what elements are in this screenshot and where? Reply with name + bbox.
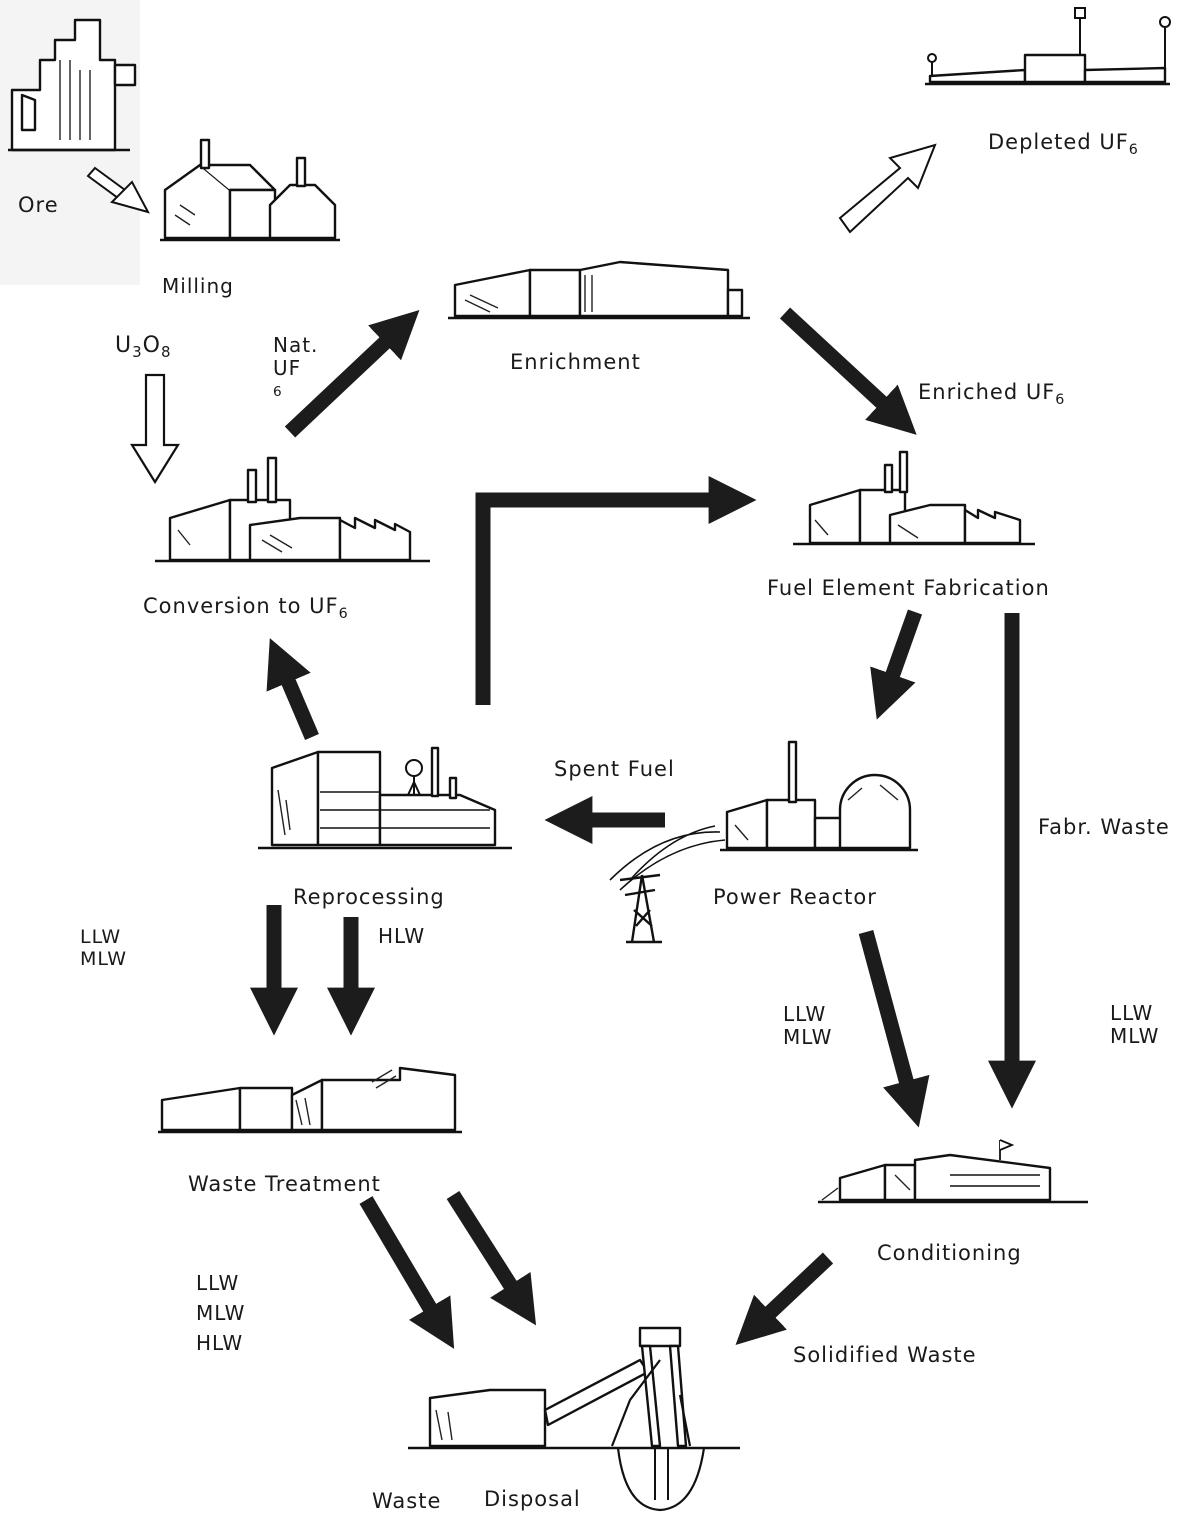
label-depleted-uf6: Depleted UF6 xyxy=(988,130,1139,158)
fuel-fabrication-plant-icon xyxy=(793,450,1035,546)
label-llw-mlw-hlw: LLW MLW HLW xyxy=(196,1271,246,1355)
label-waste-treatment: Waste Treatment xyxy=(188,1172,381,1196)
arrow-waste-treatment-to-disposal-1 xyxy=(359,1196,455,1349)
arrow-reprocessing-to-fabrication xyxy=(475,475,757,705)
label-u3o8: U3O8 xyxy=(115,333,172,362)
arrow-reactor-to-conditioning xyxy=(858,930,930,1128)
label-conversion: Conversion to UF6 xyxy=(143,594,349,622)
label-llw-mlw-right: LLW MLW xyxy=(1110,1001,1160,1048)
arrow-ore-to-milling xyxy=(86,166,150,214)
power-reactor-icon xyxy=(720,740,918,852)
label-hlw: HLW xyxy=(378,924,426,948)
label-conditioning: Conditioning xyxy=(877,1241,1022,1265)
power-pylon-icon xyxy=(609,825,726,944)
label-waste: Waste xyxy=(372,1489,442,1513)
arrow-conversion-to-enrichment xyxy=(284,309,420,438)
label-solidified-waste: Solidified Waste xyxy=(793,1343,977,1367)
label-reprocessing: Reprocessing xyxy=(293,885,445,909)
arrow-enrichment-to-fabrication xyxy=(779,307,917,435)
waste-disposal-icon xyxy=(408,1326,740,1512)
label-fabr-waste: Fabr. Waste xyxy=(1038,815,1170,839)
depleted-uf6-storage-icon xyxy=(925,7,1171,86)
reprocessing-plant-icon xyxy=(258,746,512,850)
milling-building-icon xyxy=(160,138,340,242)
enrichment-building-icon xyxy=(448,260,750,320)
label-enriched-uf6: Enriched UF6 xyxy=(918,380,1066,408)
label-ore: Ore xyxy=(18,193,59,217)
conversion-plant-icon xyxy=(155,456,430,563)
ore-mine-icon xyxy=(0,0,140,285)
arrow-fabrication-to-reactor xyxy=(870,609,923,720)
arrow-u3o8-down xyxy=(130,373,180,485)
label-llw-mlw-left: LLW MLW xyxy=(80,926,128,970)
label-spent-fuel: Spent Fuel xyxy=(554,757,675,781)
waste-treatment-plant-icon xyxy=(158,1066,462,1134)
label-llw-mlw-middle: LLW MLW xyxy=(783,1002,833,1049)
arrow-reprocessing-to-conversion xyxy=(266,638,319,740)
conditioning-plant-icon xyxy=(818,1139,1088,1204)
label-disposal: Disposal xyxy=(484,1487,581,1511)
label-milling: Milling xyxy=(162,274,234,298)
label-fuel-element-fabrication: Fuel Element Fabrication xyxy=(767,576,1050,600)
arrow-to-depleted-uf6 xyxy=(838,143,937,234)
label-power-reactor: Power Reactor xyxy=(713,885,877,909)
arrow-waste-treatment-to-disposal-2 xyxy=(446,1190,537,1326)
label-enrichment: Enrichment xyxy=(510,350,641,374)
arrow-conditioning-to-disposal xyxy=(735,1252,834,1346)
